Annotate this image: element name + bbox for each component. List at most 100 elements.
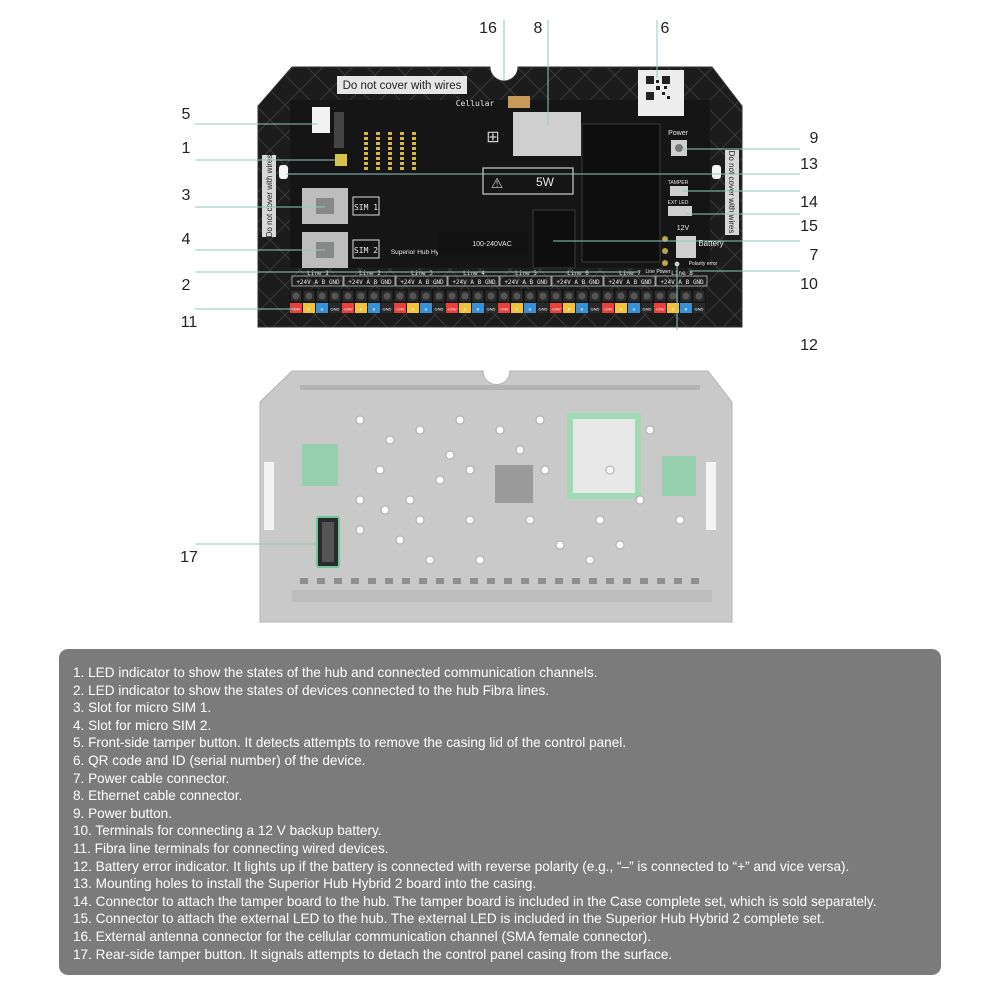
terminal-color-tag	[550, 303, 562, 313]
mounting-hole-right	[712, 165, 721, 179]
line-header-box	[395, 275, 448, 287]
callout-9: 9	[810, 130, 819, 147]
line-header-box	[447, 275, 500, 287]
rear-component	[585, 555, 595, 565]
terminal-color-tag	[628, 303, 640, 313]
line-name: Line 6	[567, 270, 589, 277]
terminal-color-tag	[433, 303, 445, 313]
led-dot	[400, 132, 404, 135]
line-header-box	[655, 275, 708, 287]
rear-pad	[674, 578, 682, 584]
power-label: Power	[668, 130, 689, 137]
terminal-label: B	[581, 307, 584, 312]
rear-chip	[495, 465, 533, 503]
rear-pad	[589, 578, 597, 584]
legend-item-12: 12. Battery error indicator. It lights u…	[73, 858, 850, 874]
callout-1: 1	[182, 140, 191, 157]
legend-item-9: 9. Power button.	[73, 805, 172, 821]
led-dot	[388, 167, 392, 170]
rear-pad	[572, 578, 580, 584]
terminal-label: A	[568, 307, 571, 312]
warning-label-top	[337, 76, 467, 94]
ext-led-label: EXT LED	[668, 200, 689, 206]
terminal-color-tag	[368, 303, 380, 313]
rear-pad	[521, 578, 529, 584]
led-dot	[376, 132, 380, 135]
terminal-color-tag	[498, 303, 510, 313]
terminal-label: +24V	[603, 307, 613, 312]
terminal-label: B	[685, 307, 688, 312]
line-header-box	[603, 275, 656, 287]
line-pins: +24V A B GND	[452, 279, 496, 286]
antenna-connector	[508, 96, 530, 108]
line-name: Line 3	[411, 270, 433, 277]
legend-panel: 1. LED indicator to show the states of t…	[59, 649, 941, 975]
led-dot	[412, 162, 416, 165]
tamper-board-connector	[670, 186, 688, 196]
led-dot	[388, 137, 392, 140]
terminal-color-tag	[472, 303, 484, 313]
line-pins: +24V A B GND	[348, 279, 392, 286]
terminal-label: A	[360, 307, 363, 312]
power-cable-connector	[532, 209, 576, 269]
terminal-label: B	[373, 307, 376, 312]
line-pins: +24V A B GND	[660, 279, 704, 286]
line-pins: +24V A B GND	[608, 279, 652, 286]
rear-mounting-hole-right	[706, 462, 716, 530]
led-dot	[400, 167, 404, 170]
mounting-hole-left	[279, 165, 288, 179]
led-dot	[376, 152, 380, 155]
rear-pad	[657, 578, 665, 584]
line-name: Line 5	[515, 270, 537, 277]
sim2-label: SIM 2	[354, 246, 378, 255]
led-dot	[400, 137, 404, 140]
rear-component	[455, 415, 465, 425]
rear-pad	[555, 578, 563, 584]
terminal-label: A	[672, 307, 675, 312]
led-dot	[388, 147, 392, 150]
led-dot	[400, 157, 404, 160]
line-name: Line 1	[307, 270, 329, 277]
terminal-color-tag	[316, 303, 328, 313]
callout-3: 3	[182, 187, 191, 204]
led-dot	[400, 142, 404, 145]
qr-code	[646, 76, 670, 100]
v12-label: 12V	[677, 225, 690, 232]
rear-component	[425, 555, 435, 565]
hub-led	[335, 154, 347, 166]
voltage-label: 100-240VAC	[472, 241, 512, 248]
terminal-label: A	[412, 307, 415, 312]
terminal-color-tag	[589, 303, 601, 313]
rear-component	[515, 445, 525, 455]
led-dot	[412, 157, 416, 160]
battery-terminals	[676, 236, 696, 258]
rear-component	[475, 555, 485, 565]
terminal-label: A	[464, 307, 467, 312]
rear-pad	[419, 578, 427, 584]
terminal-label: GND	[487, 307, 496, 312]
fibra-led-matrix	[364, 132, 416, 170]
terminal-label: A	[620, 307, 623, 312]
rear-component	[540, 465, 550, 475]
warning-label-top-text: Do not cover with wires	[343, 80, 462, 92]
line-name: Line 8	[671, 270, 693, 277]
polarity-error-label: Polarity error	[689, 261, 718, 267]
rear-pad	[453, 578, 461, 584]
terminal-label: +24V	[343, 307, 353, 312]
terminal-color-tag	[680, 303, 692, 313]
legend-item-7: 7. Power cable connector.	[73, 770, 230, 786]
sim1-label: SIM 1	[354, 203, 378, 212]
rear-component	[645, 425, 655, 435]
led-dot	[364, 157, 368, 160]
hub-board-diagram: Do not cover with wires Do not cover wit…	[180, 20, 819, 623]
rear-pad	[368, 578, 376, 584]
terminal-label: GND	[331, 307, 340, 312]
terminal-label: GND	[435, 307, 444, 312]
line-pins: +24V A B GND	[504, 279, 548, 286]
led-dot	[388, 162, 392, 165]
terminal-color-tag	[693, 303, 705, 313]
front-tamper-button	[312, 107, 330, 133]
led-dot	[412, 167, 416, 170]
line-header-box	[291, 275, 344, 287]
